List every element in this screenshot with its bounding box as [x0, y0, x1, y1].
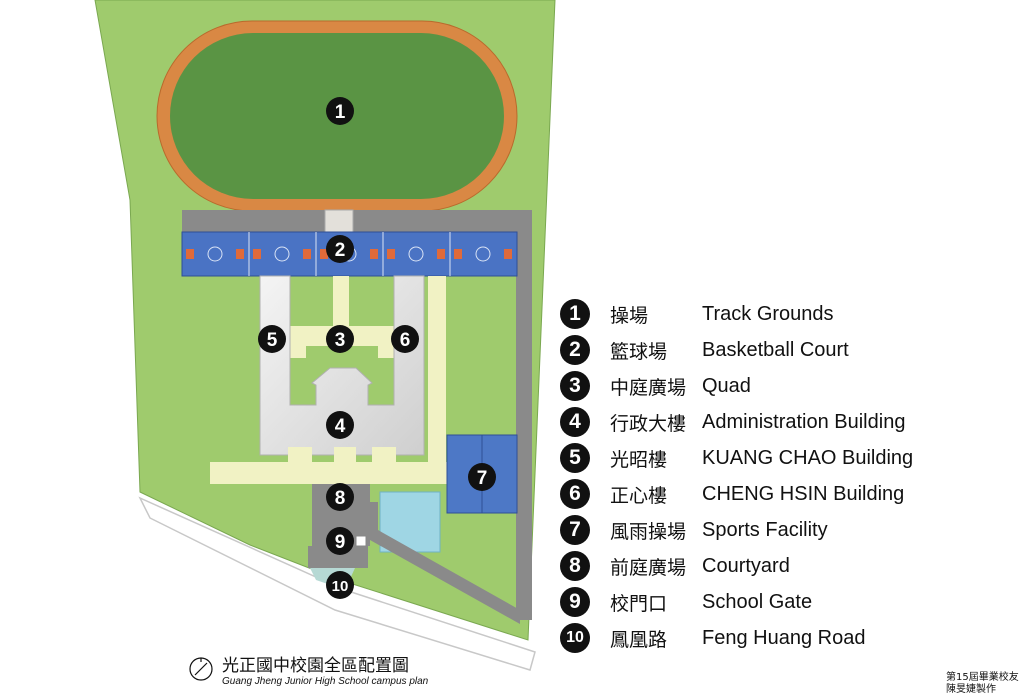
marker-cheng-hsin-building[interactable]: 6	[391, 325, 419, 353]
svg-text:8: 8	[335, 488, 346, 509]
campus-map: 1 2 3 4 5 6 7 8	[94, 0, 556, 671]
legend-number: 9	[560, 587, 590, 617]
school-building-complex	[259, 275, 425, 456]
legend-number: 4	[560, 407, 590, 437]
entrance-driveway	[370, 502, 520, 624]
legend-label-en: Quad	[702, 374, 751, 397]
court-lines	[207, 232, 491, 276]
legend-label-zh: 前庭廣場	[610, 556, 687, 579]
legend-item[interactable]: 8 前庭廣場 Courtyard	[560, 548, 1020, 584]
legend-number: 8	[560, 551, 590, 581]
legend-label-en: KUANG CHAO Building	[702, 446, 914, 469]
legend-label-en: Feng Huang Road	[702, 626, 866, 649]
legend-label-en: Basketball Court	[702, 338, 849, 361]
legend-label-en: Sports Facility	[702, 518, 828, 541]
legend-item[interactable]: 6 正心樓 CHENG HSIN Building	[560, 476, 1020, 512]
quad-walkway-west	[288, 346, 306, 358]
legend-label-zh: 光昭樓	[610, 448, 668, 471]
legend-label-zh: 操場	[610, 304, 649, 327]
svg-text:6: 6	[400, 330, 411, 351]
quad-walkway-vertical	[333, 276, 349, 336]
legend-item[interactable]: 3 中庭廣場 Quad	[560, 368, 1020, 404]
plan-title: 光正國中校園全區配置圖	[222, 656, 409, 676]
building-gap-center	[334, 447, 356, 463]
svg-text:4: 4	[335, 416, 346, 437]
legend-label-zh: 校門口	[610, 592, 668, 615]
legend-label-zh: 鳳凰路	[610, 628, 668, 651]
marker-quad[interactable]: 3	[326, 325, 354, 353]
legend-number: 1	[560, 299, 590, 329]
plan-subtitle: Guang Jheng Junior High School campus pl…	[222, 676, 429, 687]
paved-path-top	[182, 210, 532, 232]
legend-item[interactable]: 7 風雨操場 Sports Facility	[560, 512, 1020, 548]
quad-walkway-east	[378, 346, 396, 358]
svg-text:5: 5	[267, 330, 278, 351]
building-gap-east	[372, 447, 396, 463]
legend-label-zh: 風雨操場	[610, 520, 687, 543]
legend-label-zh: 中庭廣場	[610, 376, 687, 399]
map-legend: 1 操場 Track Grounds 2 籃球場 Basketball Cour…	[560, 296, 1020, 656]
svg-text:7: 7	[477, 468, 488, 489]
svg-text:10: 10	[332, 578, 349, 595]
north-arrow-icon	[189, 657, 213, 681]
legend-number: 5	[560, 443, 590, 473]
east-walkway	[428, 276, 446, 466]
marker-sports-facility[interactable]: 7	[468, 463, 496, 491]
marker-courtyard[interactable]: 8	[326, 483, 354, 511]
legend-label-zh: 行政大樓	[610, 412, 687, 435]
marker-school-gate[interactable]: 9	[326, 527, 354, 555]
map-markers: 1 2 3 4 5 6 7 8	[258, 97, 496, 599]
legend-label-zh: 籃球場	[610, 340, 668, 363]
legend-label-zh: 正心樓	[610, 484, 668, 507]
court-keys	[186, 249, 512, 259]
svg-text:2: 2	[335, 240, 346, 261]
legend-number: 2	[560, 335, 590, 365]
gate-paving	[308, 546, 368, 568]
marker-basketball-court[interactable]: 2	[326, 235, 354, 263]
legend-number: 7	[560, 515, 590, 545]
legend-number: 6	[560, 479, 590, 509]
legend-item[interactable]: 2 籃球場 Basketball Court	[560, 332, 1020, 368]
legend-item[interactable]: 9 校門口 School Gate	[560, 584, 1020, 620]
svg-text:3: 3	[335, 330, 346, 351]
legend-number: 10	[560, 623, 590, 653]
stage	[324, 209, 354, 233]
credit-line-2: 陳旻婕製作	[946, 684, 996, 695]
legend-item[interactable]: 4 行政大樓 Administration Building	[560, 404, 1020, 440]
legend-item[interactable]: 5 光昭樓 KUANG CHAO Building	[560, 440, 1020, 476]
credit-line-1: 第15屆畢業校友	[946, 672, 1019, 683]
svg-text:1: 1	[335, 102, 346, 123]
marker-administration-building[interactable]: 4	[326, 411, 354, 439]
marker-track-grounds[interactable]: 1	[326, 97, 354, 125]
gate-booth	[355, 535, 367, 547]
building-gap-west	[288, 447, 312, 463]
marker-feng-huang-road[interactable]: 10	[326, 571, 354, 599]
legend-item[interactable]: 1 操場 Track Grounds	[560, 296, 1020, 332]
paved-path-east	[516, 210, 532, 620]
legend-label-en: Courtyard	[702, 554, 790, 577]
legend-number: 3	[560, 371, 590, 401]
legend-label-en: Track Grounds	[702, 302, 834, 325]
legend-item[interactable]: 10 鳳凰路 Feng Huang Road	[560, 620, 1020, 656]
legend-label-en: School Gate	[702, 590, 813, 613]
svg-text:9: 9	[335, 532, 346, 553]
marker-kuang-chao-building[interactable]: 5	[258, 325, 286, 353]
front-plaza	[210, 462, 516, 484]
legend-label-en: CHENG HSIN Building	[702, 482, 905, 505]
legend-label-en: Administration Building	[702, 410, 906, 433]
